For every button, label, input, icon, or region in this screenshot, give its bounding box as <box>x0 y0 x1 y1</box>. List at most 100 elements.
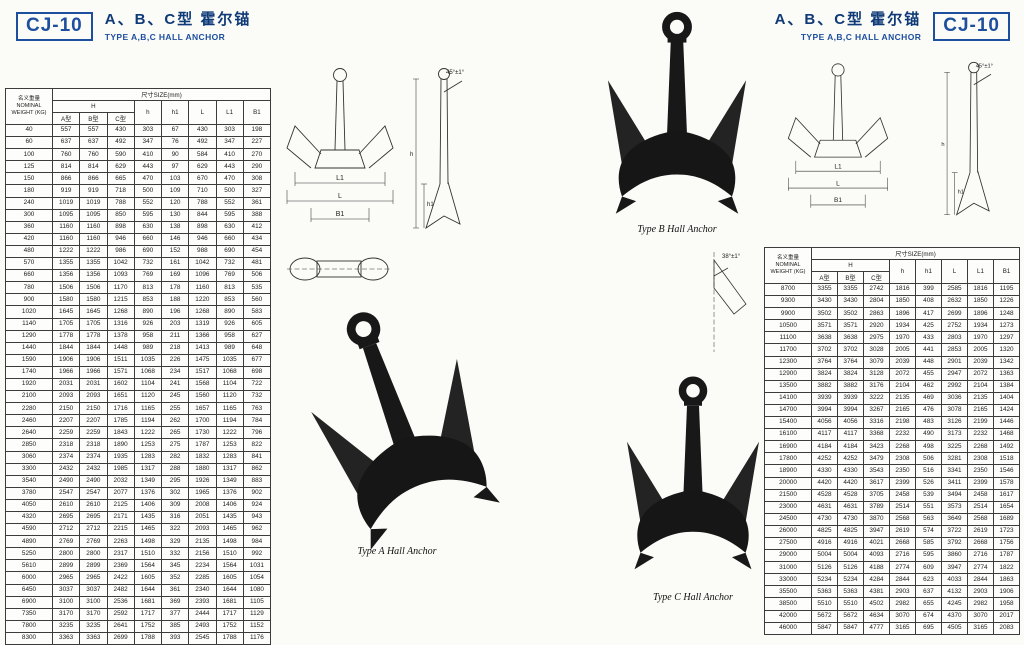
table-cell: 455 <box>915 367 942 381</box>
table-cell: 1104 <box>215 377 244 392</box>
table-cell: 203 <box>160 317 190 331</box>
table-cell: 1654 <box>993 500 1020 514</box>
table-cell: 1226 <box>993 295 1020 309</box>
table-cell: 1730 <box>188 426 217 440</box>
table-cell: 3028 <box>863 343 890 357</box>
table-cell: 3037 <box>51 583 81 597</box>
table-cell: 492 <box>188 136 217 150</box>
table-cell: 732 <box>215 257 244 271</box>
col-header-type: B型 <box>79 112 108 125</box>
table-cell: 433 <box>915 331 942 345</box>
table-cell: 198 <box>242 123 272 138</box>
table-cell: 1160 <box>79 220 108 234</box>
table-cell: 2804 <box>863 295 890 309</box>
table-cell: 1140 <box>5 317 53 331</box>
table-cell: 1506 <box>51 281 81 295</box>
table-cell: 3947 <box>863 524 890 538</box>
table-cell: 1740 <box>5 365 53 379</box>
table-cell: 1316 <box>106 317 135 331</box>
table-cell: 3649 <box>941 512 968 526</box>
table-cell: 3939 <box>811 391 838 405</box>
table-cell: 3764 <box>811 355 838 369</box>
table-cell: 1822 <box>993 561 1020 575</box>
table-cell: 3070 <box>967 609 994 623</box>
table-cell: 7350 <box>5 607 53 621</box>
table-cell: 11700 <box>764 343 812 357</box>
table-cell: 583 <box>242 305 272 319</box>
table-cell: 2769 <box>79 535 108 549</box>
table-cell: 241 <box>160 377 190 392</box>
table-cell: 2031 <box>51 377 81 392</box>
table-cell: 2093 <box>188 523 217 537</box>
table-cell: 4330 <box>811 464 838 478</box>
table-cell: 100 <box>5 148 53 162</box>
table-cell: 3222 <box>863 391 890 405</box>
table-cell: 3494 <box>941 488 968 502</box>
table-cell: 718 <box>106 184 135 198</box>
table-cell: 1035 <box>133 353 163 367</box>
table-cell: 2716 <box>967 549 994 563</box>
table-cell: 2317 <box>106 547 135 561</box>
table-cell: 2460 <box>5 414 53 428</box>
page-title-cn-right: A、B、C型 霍尔锚 <box>774 11 922 28</box>
table-cell: 1617 <box>993 488 1020 502</box>
table-cell: 4825 <box>811 524 838 538</box>
table-cell: 211 <box>160 329 190 343</box>
table-cell: 1378 <box>106 329 135 343</box>
table-cell: 1290 <box>5 329 53 343</box>
table-cell: 4420 <box>811 476 838 490</box>
table-cell: 1160 <box>79 232 108 246</box>
table-cell: 345 <box>160 559 190 573</box>
table-cell: 732 <box>242 390 272 404</box>
table-cell: 1935 <box>106 450 135 464</box>
front-view-drawing-right: L1 L B1 <box>787 63 889 208</box>
table-cell: 630 <box>133 220 163 234</box>
table-cell: 4093 <box>863 549 890 563</box>
table-cell: 2712 <box>79 523 108 537</box>
table-cell: 2232 <box>889 428 916 442</box>
table-cell: 1510 <box>215 547 244 561</box>
table-cell: 169 <box>160 269 190 283</box>
table-cell: 40 <box>5 123 53 138</box>
table-cell: 470 <box>133 172 163 186</box>
col-header-h1: h1 <box>915 259 942 284</box>
table-cell: 1448 <box>106 341 135 355</box>
table-cell: 5510 <box>837 597 864 611</box>
table-cell: 2592 <box>106 607 135 621</box>
table-cell: 3882 <box>837 379 864 393</box>
table-cell: 1785 <box>106 414 135 428</box>
table-cell: 1253 <box>133 438 163 452</box>
table-cell: 2695 <box>79 510 108 525</box>
table-cell: 2093 <box>79 390 108 404</box>
table-cell: 3824 <box>837 367 864 381</box>
table-cell: 2803 <box>941 331 968 345</box>
table-cell: 4825 <box>837 524 864 538</box>
table-cell: 1475 <box>188 353 217 367</box>
table-cell: 218 <box>160 341 190 355</box>
table-cell: 1564 <box>215 559 244 573</box>
table-cell: 2712 <box>51 523 81 537</box>
table-cell: 2850 <box>5 438 53 452</box>
table-cell: 4330 <box>837 464 864 478</box>
table-cell: 1934 <box>889 319 916 333</box>
table-cell: 3573 <box>941 500 968 514</box>
table-cell: 670 <box>188 172 217 186</box>
table-cell: 1095 <box>79 208 108 222</box>
dim-h1-label: h1 <box>427 202 434 208</box>
table-cell: 3079 <box>863 355 890 369</box>
table-cell: 4631 <box>811 500 838 514</box>
table-cell: 3994 <box>811 403 838 418</box>
table-cell: 2752 <box>941 319 968 333</box>
table-cell: 1498 <box>215 535 244 549</box>
table-cell: 4033 <box>941 573 968 587</box>
